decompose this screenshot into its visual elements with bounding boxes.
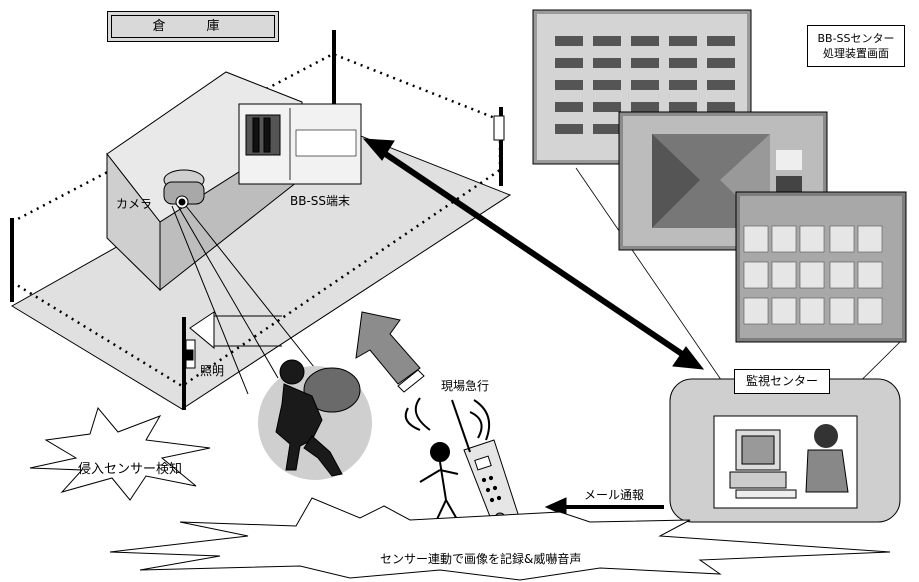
bbss-terminal-device [238, 103, 362, 185]
mail-arrow [544, 497, 664, 517]
operator-picture [713, 415, 858, 509]
security-camera [163, 169, 205, 209]
intruder-figure [275, 359, 361, 477]
terminal-label: BB-SS端末 [290, 194, 351, 208]
rush-up-arrow [355, 311, 425, 393]
center-screen-title: BB-SSセンター 処理装置画面 [807, 25, 905, 67]
center-screen-title-line1: BB-SSセンター [817, 32, 895, 45]
center-screen-3 [735, 191, 907, 343]
bottom-burst [109, 497, 891, 581]
light-fixture [185, 311, 282, 369]
warehouse-title: 倉 庫 [107, 11, 279, 42]
camera-label: カメラ [116, 197, 153, 211]
lighting-label: 照明 [200, 364, 225, 378]
rush-label: 現場急行 [441, 379, 490, 393]
intrusion-label: 侵入センサー検知 [78, 462, 183, 477]
center-screen-title-line2: 処理装置画面 [823, 47, 889, 60]
communication-arrow [362, 138, 705, 370]
intrusion-burst [29, 406, 211, 501]
mobile-phone [451, 399, 521, 533]
bottom-label: センサー連動で画像を記録&威嚇音声 [380, 552, 582, 566]
camera-view-cone [171, 205, 319, 395]
mail-label: メール通報 [584, 488, 645, 502]
monitoring-center-title: 監視センター [734, 369, 830, 394]
fence-sensor-right [493, 115, 505, 141]
